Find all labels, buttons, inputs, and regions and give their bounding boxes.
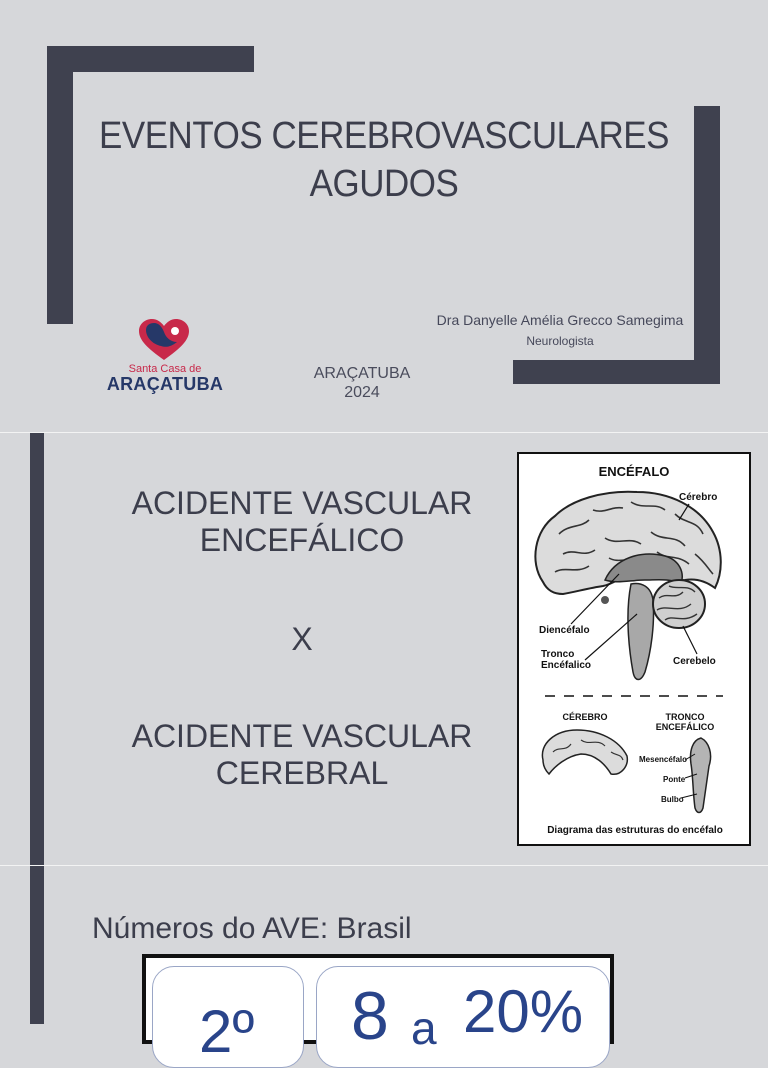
title-line-1: EVENTOS CEREBROVASCULARES — [98, 115, 670, 157]
slide-accent-bar — [30, 866, 44, 1024]
label-ponte: Ponte — [663, 775, 686, 784]
stat-range-low: 8 — [351, 978, 389, 1054]
author-name: Dra Danyelle Amélia Grecco Samegima — [436, 312, 684, 328]
slide-title[interactable]: EVENTOS CEREBROVASCULARES AGUDOS Dra Dan… — [0, 0, 768, 432]
slide-heading: Números do AVE: Brasil — [92, 912, 412, 945]
label-cerebelo: Cerebelo — [673, 656, 716, 667]
frame-left-bar — [47, 46, 73, 324]
slide-numeros-ave[interactable]: Números do AVE: Brasil 2º 8 a 20% — [0, 866, 768, 1068]
sub-label-tronco: TRONCO — [666, 712, 705, 722]
stat-card-range: 8 a 20% — [316, 966, 610, 1068]
logo-subtitle: Santa Casa de — [128, 363, 202, 375]
label-tronco: Tronco — [541, 649, 574, 660]
slide-ave-vs-avc[interactable]: ACIDENTE VASCULAR ENCEFÁLICO X ACIDENTE … — [0, 433, 768, 865]
label-mesencefalo: Mesencéfalo — [639, 755, 687, 764]
brain-diagram: ENCÉFALO Cérebro Diencéfalo Tronco Encéf… — [517, 452, 751, 846]
frame-top-bar — [47, 46, 254, 72]
label-bulbo: Bulbo — [661, 795, 684, 804]
ave-heading: ACIDENTE VASCULAR ENCEFÁLICO — [100, 485, 504, 559]
city-label: ARAÇATUBA — [313, 365, 411, 382]
slide-separator — [0, 865, 768, 866]
slide-separator — [0, 432, 768, 433]
ave-line-2: ENCEFÁLICO — [199, 522, 405, 558]
avc-heading: ACIDENTE VASCULAR CEREBRAL — [100, 718, 504, 792]
frame-right-bar — [694, 106, 720, 384]
stat-range-sep: a — [411, 1002, 437, 1054]
author-role: Neurologista — [526, 334, 594, 348]
presentation-title: EVENTOS CEREBROVASCULARES AGUDOS — [95, 112, 673, 208]
brain-diagram-illustration: ENCÉFALO Cérebro Diencéfalo Tronco Encéf… — [534, 464, 723, 836]
heart-logo-icon — [139, 319, 189, 360]
logo-wordmark: ARAÇATUBA — [106, 374, 224, 394]
stat-range-high: 20% — [463, 978, 584, 1045]
year-label: 2024 — [344, 384, 380, 401]
sub-label-encefalico: ENCEFÁLICO — [656, 722, 715, 732]
label-diencefalo: Diencéfalo — [539, 625, 590, 636]
slide-accent-bar — [30, 433, 44, 865]
avc-line-2: CEREBRAL — [215, 755, 389, 791]
stat-card-rank: 2º — [152, 966, 304, 1068]
santa-casa-logo: Santa Casa de ARAÇATUBA — [103, 318, 227, 398]
versus-label: X — [291, 621, 313, 657]
sub-label-cerebro: CÉREBRO — [562, 712, 607, 722]
avc-line-1: ACIDENTE VASCULAR — [131, 718, 473, 754]
frame-bottom-bar — [513, 360, 720, 384]
label-encefalico: Encéfalico — [541, 660, 591, 671]
label-cerebro: Cérebro — [679, 492, 717, 503]
location-date: ARAÇATUBA 2024 — [300, 364, 424, 402]
figure-title: ENCÉFALO — [599, 464, 670, 479]
title-line-2: AGUDOS — [309, 163, 459, 205]
ave-line-1: ACIDENTE VASCULAR — [131, 485, 473, 521]
stats-panel: 2º 8 a 20% — [142, 954, 614, 1068]
stat-rank-value: 2º — [199, 998, 255, 1065]
figure-caption: Diagrama das estruturas do encéfalo — [547, 825, 723, 836]
